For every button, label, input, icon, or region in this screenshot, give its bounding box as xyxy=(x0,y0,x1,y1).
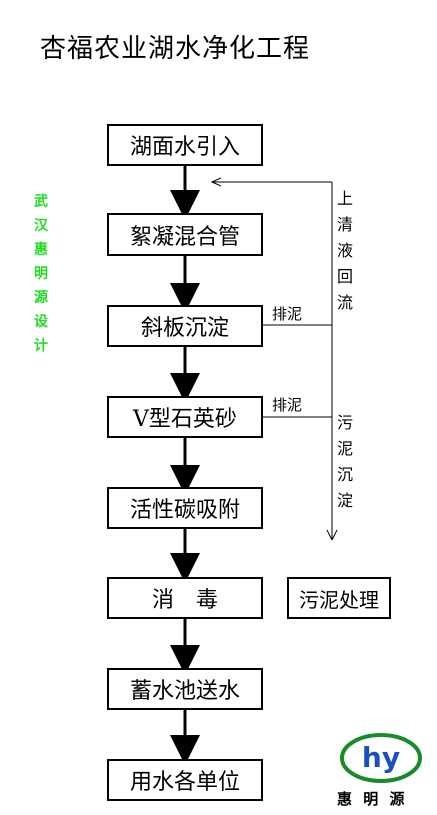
sludge-discharge-label-1: 排泥 xyxy=(272,305,303,323)
step-lake-water-intake: 湖面水引入 xyxy=(107,124,263,166)
step-storage-tank: 蓄水池送水 xyxy=(107,668,263,710)
step-inclined-plate-settler: 斜板沉淀 xyxy=(107,305,263,347)
page-title: 杏福农业湖水净化工程 xyxy=(40,34,311,64)
designer-vertical-label: 武汉惠明源设计 xyxy=(34,194,48,354)
sludge-settling-label: 污泥沉淀 xyxy=(336,413,353,510)
step-quartz-sand-filter: V型石英砂 xyxy=(107,396,263,438)
step-disinfection: 消 毒 xyxy=(107,577,263,619)
step-flocculation-mixer: 絮凝混合管 xyxy=(107,213,263,256)
step-water-users: 用水各单位 xyxy=(107,759,263,801)
logo-mark: hy xyxy=(362,741,400,774)
step-activated-carbon: 活性碳吸附 xyxy=(107,487,263,529)
supernatant-return-label: 上清液回流 xyxy=(336,189,353,312)
logo-company-name: 惠 明 源 xyxy=(337,790,408,808)
sludge-discharge-label-2: 排泥 xyxy=(272,396,303,414)
company-logo: hy xyxy=(340,733,422,783)
sludge-treatment-box: 污泥处理 xyxy=(287,577,391,619)
